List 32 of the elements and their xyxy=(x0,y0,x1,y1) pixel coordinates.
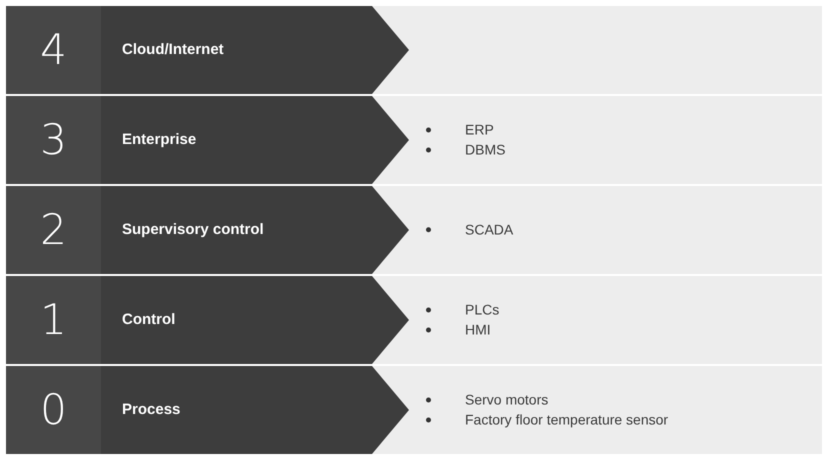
layer-number-box xyxy=(6,6,101,94)
list-item: Servo motors xyxy=(465,392,548,409)
layer-number-box xyxy=(6,276,101,364)
layer-title-banner xyxy=(101,96,409,184)
layer-number: 1 xyxy=(40,299,67,341)
list-item: Factory floor temperature sensor xyxy=(465,411,668,428)
list-item: PLCs xyxy=(465,302,500,319)
list-panel xyxy=(372,6,822,94)
list-item: ERP xyxy=(465,122,494,139)
list-panel xyxy=(372,366,822,454)
layer-title-banner xyxy=(101,366,409,454)
layer-number-box xyxy=(6,366,101,454)
list-panel xyxy=(372,186,822,274)
layer-title: Cloud/Internet xyxy=(122,41,224,59)
layer-number-box xyxy=(6,186,101,274)
layer-title-banner xyxy=(101,276,409,364)
layer-number: 2 xyxy=(40,209,67,251)
layer-number-box xyxy=(6,96,101,184)
list-item: DBMS xyxy=(465,141,506,158)
list-item: HMI xyxy=(465,321,491,338)
list-panel xyxy=(372,276,822,364)
layer-title-banner xyxy=(101,186,409,274)
layer-title: Supervisory control xyxy=(122,221,264,239)
list-item: SCADA xyxy=(465,222,514,238)
layer-number: 0 xyxy=(40,389,67,431)
layer-title-banner xyxy=(101,6,409,94)
layer-title: Process xyxy=(122,401,180,419)
layer-title: Control xyxy=(122,311,176,329)
list-panel xyxy=(372,96,822,184)
layer-title: Enterprise xyxy=(122,131,196,149)
layer-number: 3 xyxy=(40,119,67,161)
layer-number: 4 xyxy=(40,29,67,71)
